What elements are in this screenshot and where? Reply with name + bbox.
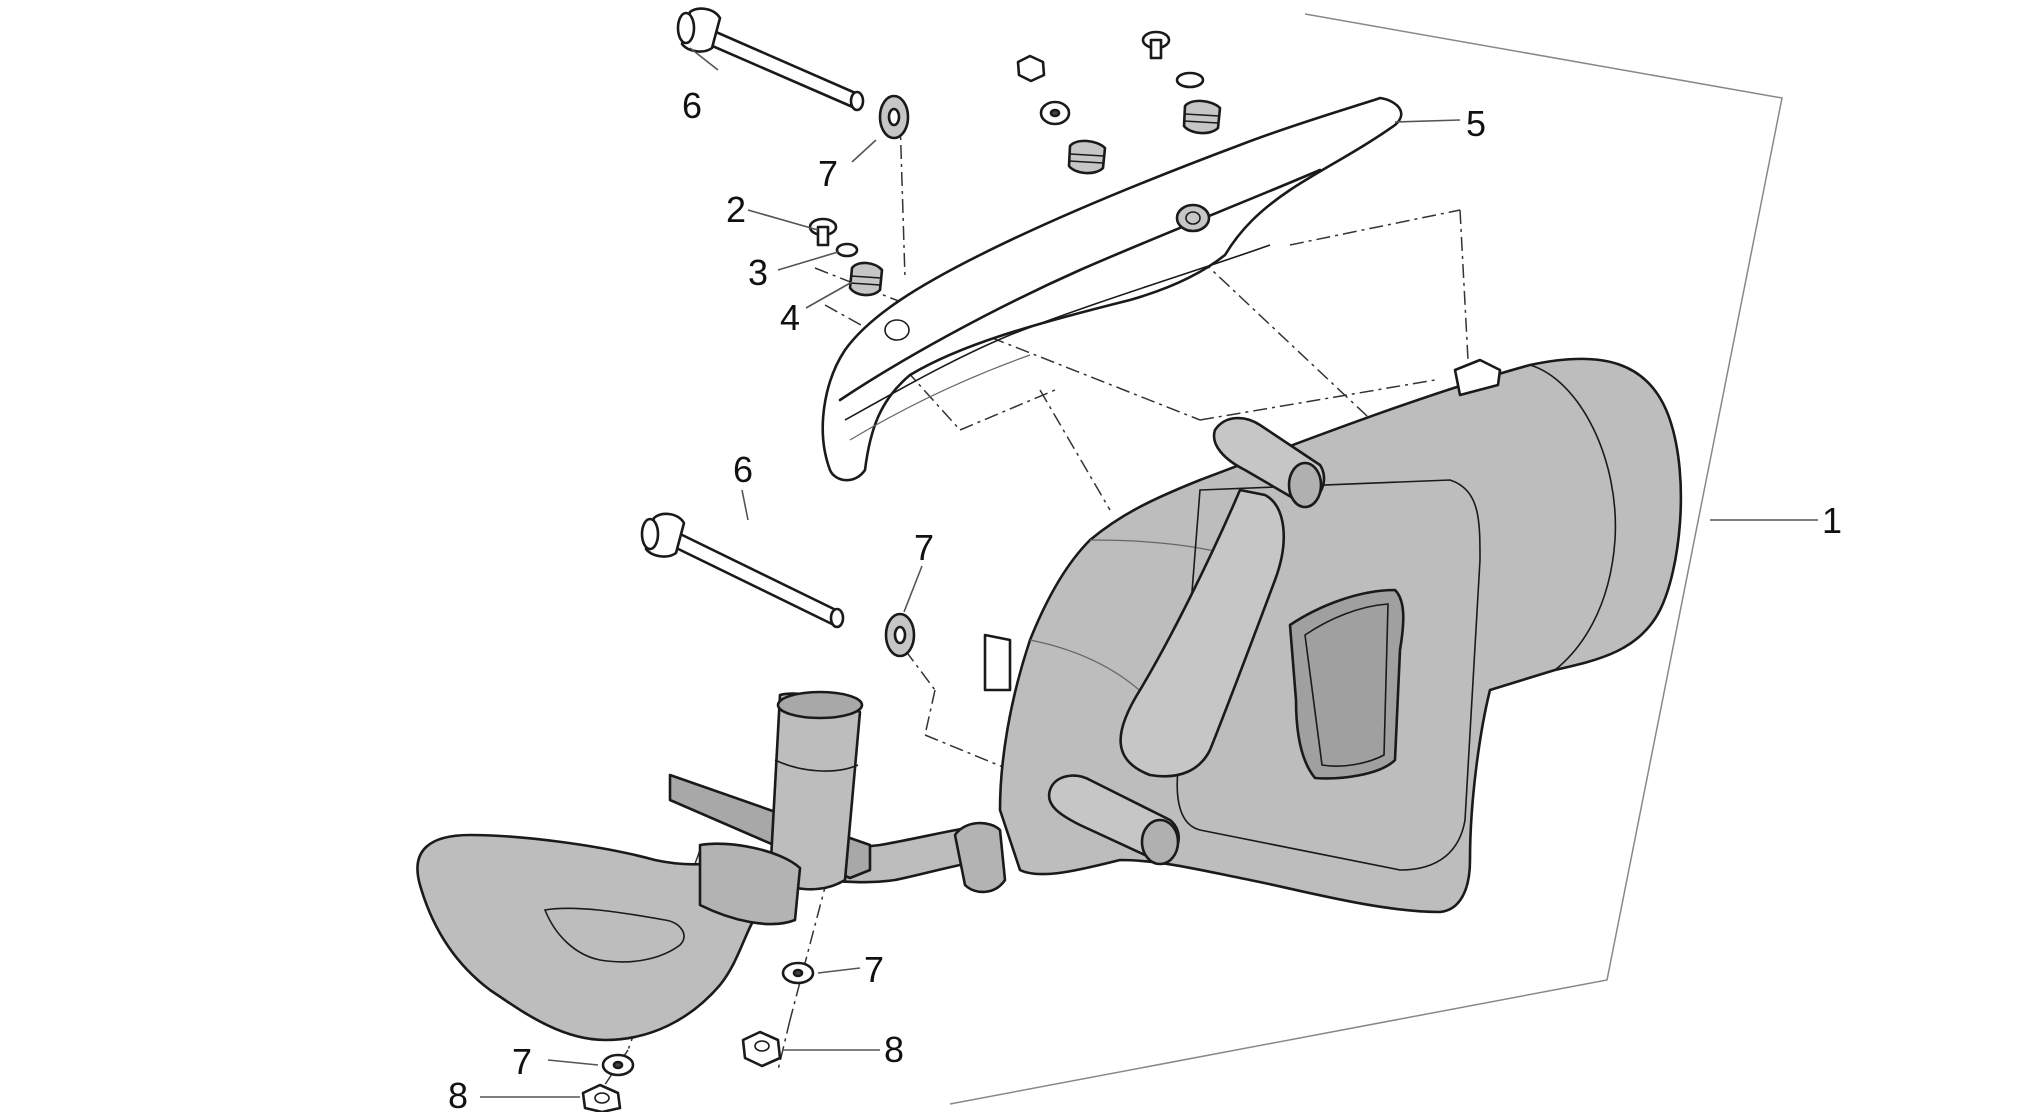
muffler-tab-top xyxy=(1453,358,1502,397)
pipe-joint-collar xyxy=(953,821,1007,894)
shield-top-nut xyxy=(1016,54,1071,126)
shield-bushing xyxy=(848,261,884,297)
muffler-side-panel xyxy=(1176,479,1481,871)
bolt-upper xyxy=(676,7,865,112)
nut-left xyxy=(581,1083,622,1112)
callout-3: 3 xyxy=(748,252,768,293)
muffler-tab-side xyxy=(983,633,1012,692)
heat-shield-hole-lower xyxy=(884,319,910,341)
callout-2: 2 xyxy=(726,189,746,230)
heat-shield xyxy=(821,96,1403,482)
callout-6-lower: 6 xyxy=(733,449,753,490)
shield-top-bushing xyxy=(1182,99,1222,135)
heat-shield-rib xyxy=(838,168,1322,402)
nut-right xyxy=(741,1030,782,1068)
muffler-window-inner xyxy=(1304,603,1389,767)
flange-collar xyxy=(698,842,802,926)
heat-shield-hole-upper-inner xyxy=(1185,211,1201,225)
washer-upper xyxy=(878,94,910,140)
mount-bracket-arm xyxy=(1119,488,1285,778)
header-bend-inner xyxy=(543,907,685,963)
callout-7-left: 7 xyxy=(512,1041,532,1082)
bolt-lower xyxy=(640,512,845,629)
shield-washer xyxy=(835,242,859,258)
shield-screw xyxy=(808,217,838,247)
washer-flange-right xyxy=(781,961,815,985)
callout-1: 1 xyxy=(1822,500,1842,541)
callout-8-right: 8 xyxy=(884,1029,904,1070)
washer-flange-left xyxy=(601,1053,635,1077)
callout-6-upper: 6 xyxy=(682,85,702,126)
callout-5: 5 xyxy=(1466,103,1486,144)
upper-mount-tube-end xyxy=(1287,461,1323,509)
inlet-opening xyxy=(776,690,864,720)
heat-shield-hole-upper xyxy=(1175,203,1211,233)
heat-shield-rib-inner xyxy=(844,244,1271,421)
shield-mid-bushing xyxy=(1067,139,1107,175)
callout-7-middle: 7 xyxy=(914,527,934,568)
shield-top-screw xyxy=(1141,30,1205,89)
muffler-end-cap xyxy=(1529,364,1617,671)
heat-shield-body xyxy=(821,96,1403,482)
assembly-frame xyxy=(949,13,1783,1105)
washer-middle xyxy=(884,612,916,658)
muffler-assembly xyxy=(416,357,1683,1042)
callout-7-upper: 7 xyxy=(818,153,838,194)
callout-7-right: 7 xyxy=(864,949,884,990)
callout-4: 4 xyxy=(780,297,800,338)
lower-mount-tube-end xyxy=(1140,818,1180,866)
leader-lines xyxy=(480,47,1818,1098)
inlet-clamp-ring xyxy=(774,759,859,772)
callout-8-left: 8 xyxy=(448,1075,468,1112)
heat-shield-rib-lower xyxy=(849,354,1031,441)
